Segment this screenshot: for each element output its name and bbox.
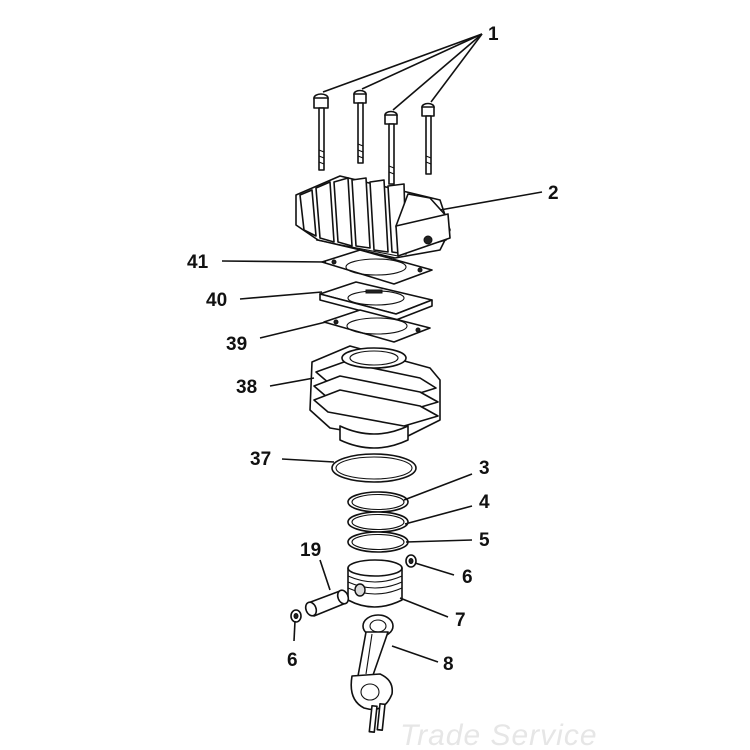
callout-38: 38 <box>236 377 257 398</box>
head-bolts <box>313 89 435 185</box>
circlip-left <box>290 609 302 623</box>
callout-7: 7 <box>455 610 466 631</box>
callout-41: 41 <box>187 252 209 273</box>
head-bolt-1 <box>313 93 329 171</box>
head-bolt-2 <box>353 89 367 164</box>
callout-40: 40 <box>206 290 227 311</box>
valve-plate-40 <box>319 281 433 321</box>
callout-8: 8 <box>443 654 454 675</box>
cylinder-head <box>295 175 451 259</box>
callout-2: 2 <box>548 183 559 204</box>
cylinder-38 <box>309 345 441 449</box>
o-ring-37 <box>331 453 417 483</box>
callout-5: 5 <box>479 530 490 551</box>
head-bolt-3 <box>384 110 398 185</box>
callout-1: 1 <box>488 24 499 45</box>
watermark: Trade Service <box>400 719 598 750</box>
callout-19: 19 <box>300 540 321 561</box>
callout-4: 4 <box>479 492 490 513</box>
piston-ring-5 <box>347 531 409 553</box>
gasket-39 <box>323 309 431 343</box>
connecting-rod-8 <box>350 614 394 733</box>
piston-7 <box>347 559 403 608</box>
circlip-right <box>405 554 417 568</box>
piston-ring-3 <box>347 491 409 513</box>
piston-ring-4 <box>347 511 409 533</box>
head-bolt-4 <box>421 102 435 175</box>
callout-labels: 1 2 41 40 39 38 37 3 4 5 19 6 7 6 8 <box>187 24 559 675</box>
callout-6-right: 6 <box>462 567 473 588</box>
callout-37: 37 <box>250 449 271 470</box>
callout-39: 39 <box>226 334 247 355</box>
callout-6-left: 6 <box>287 650 298 671</box>
callout-3: 3 <box>479 458 490 479</box>
wrist-pin-19 <box>304 589 350 617</box>
leader-lines <box>221 33 543 663</box>
gasket-41 <box>321 249 433 285</box>
